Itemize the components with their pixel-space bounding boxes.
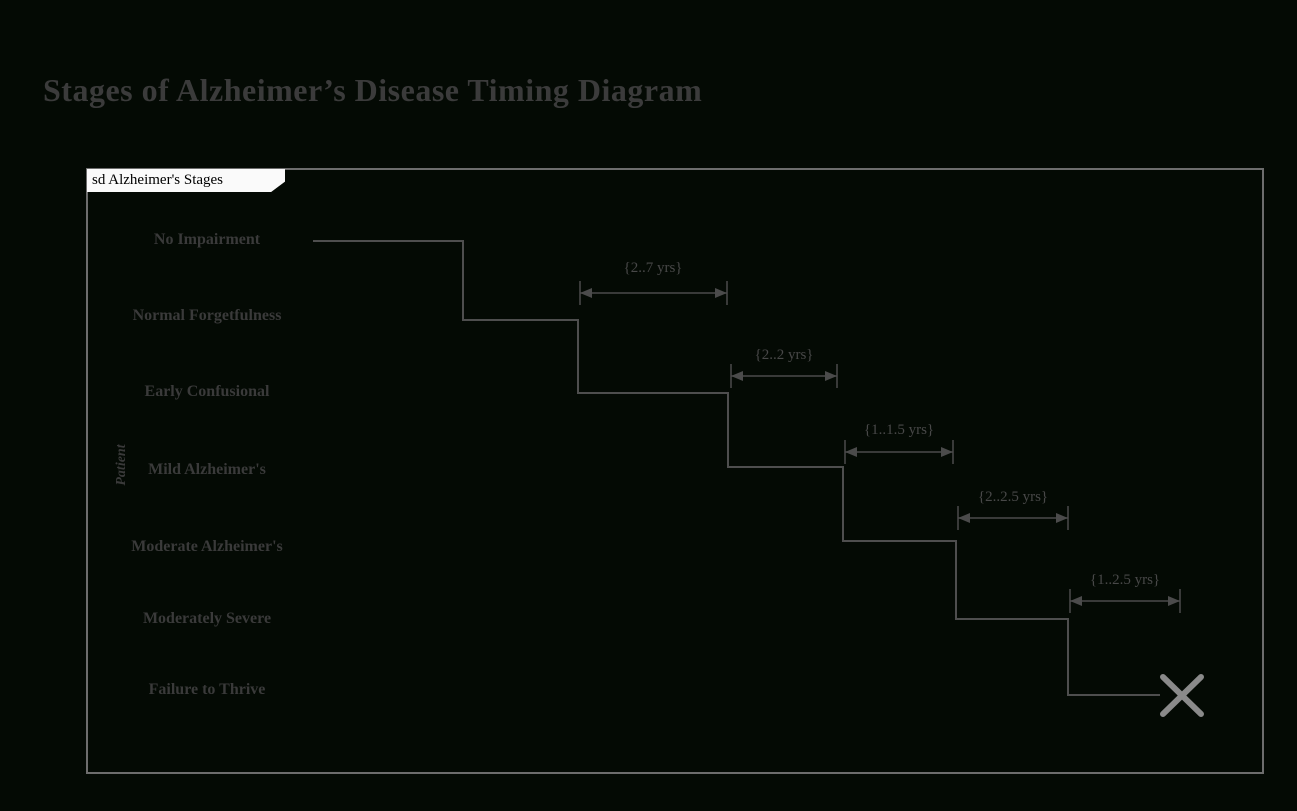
state-label-no-impairment: No Impairment	[153, 231, 261, 248]
state-label-moderate-alzheimers: Moderate Alzheimer's	[131, 538, 283, 555]
duration-label-4: {2..2.5 yrs}	[977, 489, 1049, 505]
page-title: Stages of Alzheimer’s Disease Timing Dia…	[43, 72, 703, 108]
state-label-mild-alzheimers: Mild Alzheimer's	[148, 461, 266, 478]
duration-label-2: {2..2 yrs}	[754, 347, 814, 363]
state-label-normal-forgetfulness: Normal Forgetfulness	[132, 307, 282, 324]
diagram-frame	[86, 168, 1264, 774]
duration-label-5: {1..2.5 yrs}	[1089, 572, 1161, 588]
duration-label-3: {1..1.5 yrs}	[863, 422, 935, 438]
frame-tab-label: sd Alzheimer's Stages	[92, 172, 224, 188]
frame-tab: sd Alzheimer's Stages	[87, 169, 285, 192]
duration-label-1: {2..7 yrs}	[623, 260, 683, 276]
state-label-moderately-severe: Moderately Severe	[142, 610, 272, 627]
state-label-early-confusional: Early Confusional	[144, 383, 270, 400]
state-label-failure-to-thrive: Failure to Thrive	[148, 681, 266, 698]
